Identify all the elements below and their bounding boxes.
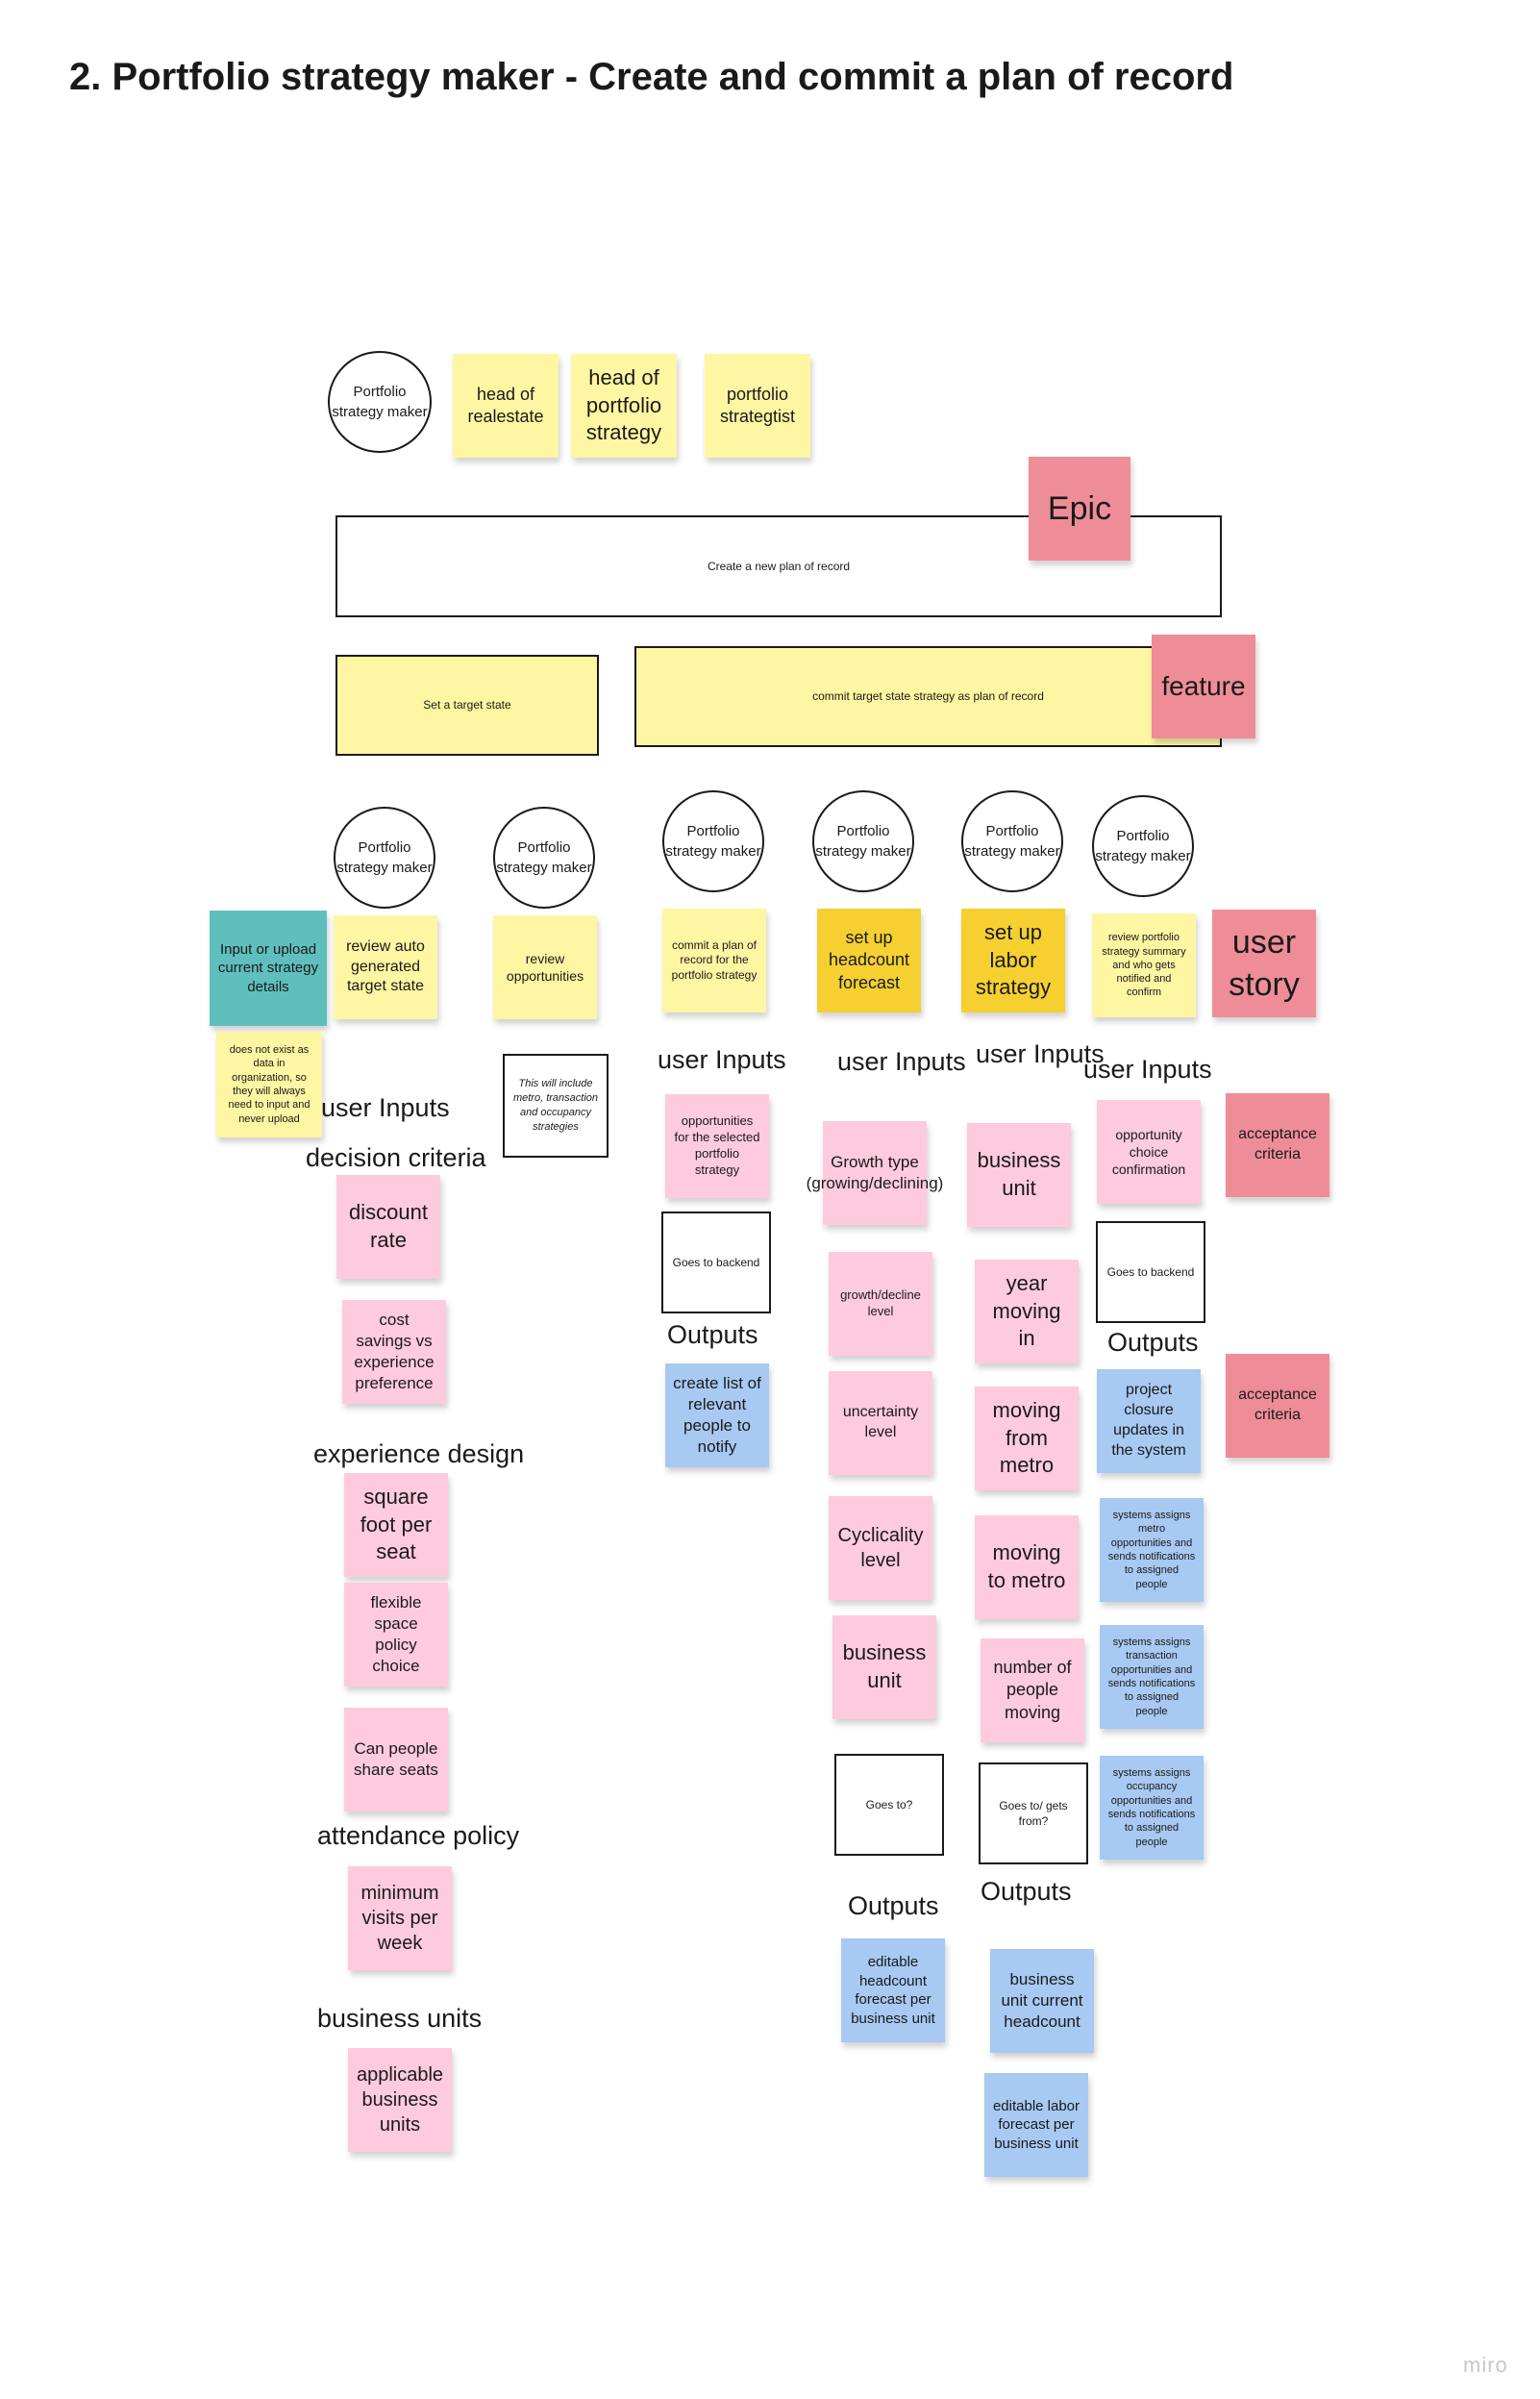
- col6-sys-occupancy[interactable]: systems assigns occupancy opportunities …: [1100, 1756, 1204, 1860]
- actor-circle-5[interactable]: Portfolio strategy maker: [961, 790, 1063, 892]
- actor-circle-4[interactable]: Portfolio strategy maker: [812, 790, 914, 892]
- miro-watermark: miro: [1463, 2353, 1508, 2377]
- col1-min-visits[interactable]: minimum visits per week: [348, 1866, 452, 1970]
- col5-num-people[interactable]: number of people moving: [981, 1638, 1084, 1742]
- col4-cyclicality[interactable]: Cyclicality level: [829, 1496, 932, 1600]
- col5-goes-to-from-box[interactable]: Goes to/ gets from?: [979, 1762, 1088, 1864]
- col5-bu-headcount[interactable]: business unit current headcount: [990, 1949, 1094, 2053]
- legend-feature[interactable]: feature: [1152, 635, 1255, 738]
- col6-user-inputs-label: user Inputs: [1083, 1055, 1212, 1084]
- note-not-exist[interactable]: does not exist as data in organization, …: [216, 1032, 322, 1137]
- col1-user-inputs-label: user Inputs: [321, 1093, 450, 1122]
- col6-sys-transaction[interactable]: systems assigns transaction opportunitie…: [1100, 1625, 1204, 1729]
- story-headcount-forecast[interactable]: set up headcount forecast: [817, 909, 921, 1012]
- col4-growth-type[interactable]: Growth type (growing/declining): [807, 1121, 943, 1225]
- story-input-upload[interactable]: Input or upload current strategy details: [210, 911, 327, 1026]
- col3-opps-selected[interactable]: opportunities for the selected portfolio…: [665, 1094, 769, 1198]
- col6-opp-confirm[interactable]: opportunity choice confirmation: [1097, 1100, 1201, 1204]
- col5-user-inputs-label-1: user Inputs: [976, 1039, 1105, 1068]
- story-labor-strategy[interactable]: set up labor strategy: [961, 909, 1065, 1012]
- col1-cost-savings[interactable]: cost savings vs experience preference: [342, 1300, 446, 1404]
- legend-user-story[interactable]: user story: [1212, 910, 1316, 1017]
- actor-circle-2[interactable]: Portfolio strategy maker: [493, 807, 595, 909]
- col1-square-foot[interactable]: square foot per seat: [344, 1473, 448, 1577]
- col3-backend-box[interactable]: Goes to backend: [661, 1212, 771, 1313]
- col1-decision-criteria-label: decision criteria: [306, 1143, 486, 1172]
- col1-flexible-space[interactable]: flexible space policy choice: [344, 1583, 448, 1687]
- col6-outputs-label: Outputs: [1107, 1328, 1199, 1357]
- persona-circle[interactable]: Portfolio strategy maker: [328, 351, 432, 453]
- col1-discount-rate[interactable]: discount rate: [336, 1175, 440, 1279]
- col4-uncertainty[interactable]: uncertainty level: [829, 1371, 932, 1475]
- col1-business-units-label: business units: [317, 2004, 483, 2033]
- col4-business-unit[interactable]: business unit: [832, 1615, 936, 1719]
- col5-moving-to[interactable]: moving to metro: [975, 1515, 1079, 1619]
- legend-epic[interactable]: Epic: [1029, 457, 1130, 561]
- col3-user-inputs-label: user Inputs: [658, 1045, 786, 1074]
- story-commit-plan[interactable]: commit a plan of record for the portfoli…: [662, 909, 766, 1012]
- story-review-opportunities[interactable]: review opportunities: [493, 915, 597, 1019]
- col3-outputs-label: Outputs: [667, 1320, 758, 1349]
- col4-goes-to-box[interactable]: Goes to?: [834, 1754, 944, 1856]
- col6-project-closure[interactable]: project closure updates in the system: [1097, 1369, 1201, 1473]
- col5-year-moving[interactable]: year moving in: [975, 1260, 1079, 1363]
- col5-outputs-label: Outputs: [981, 1877, 1072, 1906]
- col1-experience-design-label: experience design: [313, 1439, 525, 1468]
- col1-attendance-policy-label: attendance policy: [317, 1821, 520, 1850]
- actor-circle-6[interactable]: Portfolio strategy maker: [1092, 795, 1194, 897]
- page-title: 2. Portfolio strategy maker - Create and…: [69, 56, 1234, 98]
- story-review-auto[interactable]: review auto generated target state: [334, 915, 437, 1019]
- story-review-summary[interactable]: review portfolio strategy summary and wh…: [1092, 913, 1196, 1017]
- persona-strategist[interactable]: portfolio strategtist: [705, 354, 810, 458]
- col5-business-unit[interactable]: business unit: [967, 1123, 1071, 1227]
- col5-moving-from[interactable]: moving from metro: [975, 1387, 1079, 1490]
- epic-box[interactable]: Create a new plan of record: [335, 515, 1222, 617]
- col6-backend-box[interactable]: Goes to backend: [1096, 1221, 1205, 1323]
- col4-user-inputs-label-1: user Inputs: [837, 1047, 966, 1076]
- feature-commit[interactable]: commit target state strategy as plan of …: [634, 646, 1222, 747]
- col1-applicable-bu[interactable]: applicable business units: [348, 2048, 452, 2152]
- legend-acceptance-1[interactable]: acceptance criteria: [1226, 1093, 1329, 1197]
- actor-circle-1[interactable]: Portfolio strategy maker: [334, 807, 435, 909]
- col1-share-seats[interactable]: Can people share seats: [344, 1708, 448, 1812]
- persona-head-realestate[interactable]: head of realestate: [453, 354, 559, 458]
- col4-growth-level[interactable]: growth/decline level: [829, 1252, 932, 1356]
- feature-target-state[interactable]: Set a target state: [335, 655, 599, 756]
- col5-editable-labor[interactable]: editable labor forecast per business uni…: [984, 2073, 1088, 2177]
- persona-head-portfolio[interactable]: head of portfolio strategy: [571, 354, 677, 458]
- col3-create-list[interactable]: create list of relevant people to notify: [665, 1363, 769, 1467]
- col4-editable-headcount[interactable]: editable headcount forecast per business…: [841, 1938, 945, 2042]
- legend-acceptance-2[interactable]: acceptance criteria: [1226, 1354, 1329, 1458]
- col4-outputs-label: Outputs: [848, 1891, 939, 1920]
- note-will-include[interactable]: This will include metro, transaction and…: [503, 1054, 609, 1158]
- actor-circle-3[interactable]: Portfolio strategy maker: [662, 790, 764, 892]
- col6-sys-metro[interactable]: systems assigns metro opportunities and …: [1100, 1498, 1204, 1602]
